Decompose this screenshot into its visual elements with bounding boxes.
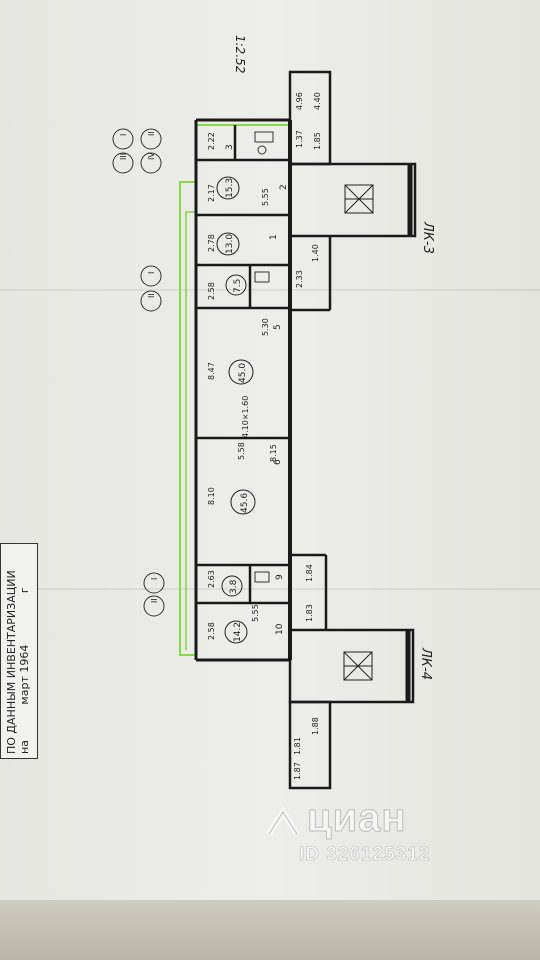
dimension: 5.58 xyxy=(237,442,246,460)
dimension: 1.88 xyxy=(311,717,320,735)
section-label: II xyxy=(147,131,156,136)
green-outline xyxy=(179,181,196,656)
floor-plan: 15.3 13.0 7.5 45.0 45.6 3.8 14.2 1 2 3 5… xyxy=(112,35,435,790)
stair-bottom-symbol xyxy=(343,651,373,681)
section-label: II xyxy=(150,598,159,603)
section-label: II xyxy=(147,293,156,298)
dimension: 5.55 xyxy=(251,604,260,622)
room-number: 1 xyxy=(269,234,279,240)
section-label: I xyxy=(150,578,159,580)
paper-sheet xyxy=(0,0,540,905)
room-number: 9 xyxy=(275,574,285,580)
stamp-date: март 1964 xyxy=(18,644,31,705)
fold-line xyxy=(0,289,540,291)
room-area-label: 15.3 xyxy=(225,178,235,198)
dimension: 1.84 xyxy=(305,564,314,582)
dimension: 1.83 xyxy=(305,604,314,622)
room-area-label: 13.0 xyxy=(225,234,235,254)
dimension: 2.17 xyxy=(207,184,216,202)
dimension: 2.58 xyxy=(207,282,216,300)
floor-background xyxy=(0,900,540,960)
room-numbers: 1 2 3 5 6 9 10 xyxy=(225,144,289,635)
section-circles xyxy=(112,128,165,617)
section-label: I xyxy=(147,272,156,274)
room-number: 10 xyxy=(275,623,285,635)
room-area-label: 7.5 xyxy=(233,279,243,293)
room-area-label: 45.0 xyxy=(238,363,248,383)
section-label: III xyxy=(119,153,128,160)
partitions xyxy=(196,125,290,605)
stamp-prefix: на xyxy=(18,740,31,754)
dimension: 8.10 xyxy=(207,487,216,505)
stamp-title: ПО ДАННЫМ ИНВЕНТАРИЗАЦИИ xyxy=(5,570,18,754)
scale-label: 1:2.52 xyxy=(233,35,247,73)
watermark-id: ID 326125312 xyxy=(299,844,431,866)
annotation: 4.10×1.60 xyxy=(241,396,250,438)
room-number: 5 xyxy=(273,324,283,330)
stamp-suffix: г xyxy=(18,587,31,594)
stair-label-top: ЛК-3 xyxy=(420,221,435,254)
dimension: 5.30 xyxy=(261,318,270,336)
dimension: 1.81 xyxy=(293,737,302,755)
section-label: IV xyxy=(147,152,156,160)
dimension: 1.40 xyxy=(311,244,320,262)
section-label: I xyxy=(119,134,128,136)
stair-label-bottom: ЛК-4 xyxy=(418,647,433,680)
dimension: 5.55 xyxy=(261,188,270,206)
dimension: 1.87 xyxy=(293,762,302,780)
dimension: 1.85 xyxy=(313,132,322,150)
section-labels: I II III IV I II I II xyxy=(119,131,159,603)
room-number: 6 xyxy=(273,459,283,465)
dimension: 2.63 xyxy=(207,570,216,588)
stair-block-top xyxy=(288,70,417,312)
dimension: 1.37 xyxy=(295,130,304,148)
dimension: 8.47 xyxy=(207,362,216,380)
dimension: 4.40 xyxy=(313,92,322,110)
watermark-brand: циан xyxy=(307,796,407,841)
dimension: 8.15 xyxy=(269,444,278,462)
fold-line xyxy=(0,588,540,590)
inventory-stamp: ПО ДАННЫМ ИНВЕНТАРИЗАЦИИ на март 1964 г xyxy=(0,543,38,759)
watermark: циан ID 326125312 xyxy=(265,796,495,870)
stair-top-symbol xyxy=(344,184,374,214)
cian-logo-icon xyxy=(266,806,300,836)
green-outline xyxy=(185,211,196,650)
room-area-label: 14.2 xyxy=(233,622,243,642)
dimension: 2.78 xyxy=(207,234,216,252)
stair-block-bottom xyxy=(288,553,415,790)
room-number: 2 xyxy=(279,184,289,190)
dimension: 2.33 xyxy=(295,270,304,288)
dimension: 2.22 xyxy=(207,132,216,150)
fixtures xyxy=(254,131,274,583)
dimension-labels: 4.96 4.40 1.37 1.85 2.22 2.17 5.55 2.78 … xyxy=(207,92,322,780)
room-area-markers: 15.3 13.0 7.5 45.0 45.6 3.8 14.2 xyxy=(216,176,256,644)
room-number: 3 xyxy=(225,144,235,150)
room-area-label: 45.6 xyxy=(240,493,250,513)
dimension: 2.58 xyxy=(207,622,216,640)
room-area-label: 3.8 xyxy=(229,579,239,594)
dimension: 4.96 xyxy=(295,92,304,110)
